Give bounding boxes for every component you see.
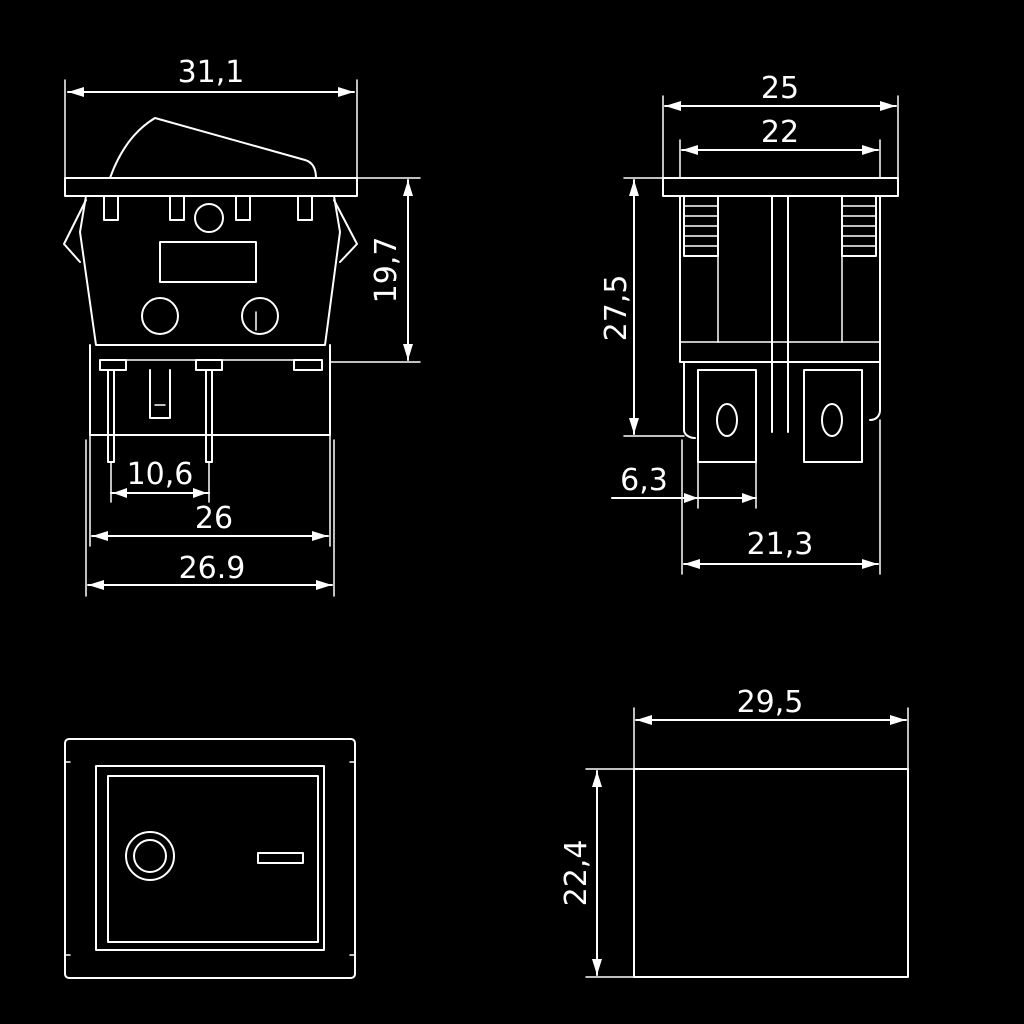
dim-cutout-height: 22,4	[559, 840, 594, 907]
front-flange	[64, 177, 358, 197]
front-base	[89, 344, 331, 436]
front-tab	[297, 195, 313, 221]
rocker-actuator	[109, 117, 317, 179]
rocker-face-outer	[95, 765, 325, 951]
off-symbol-icon	[125, 831, 175, 881]
dim-front-pin-spacing: 10,6	[127, 457, 194, 492]
rocker-face-inner	[107, 775, 319, 943]
on-symbol-icon	[257, 852, 304, 864]
dim-front-top-width: 31,1	[178, 55, 245, 90]
dim-side-inner-width: 22	[761, 115, 799, 150]
front-base-tab	[99, 359, 127, 371]
terminal-hole	[141, 297, 179, 335]
dim-cutout-width: 29,5	[737, 685, 804, 720]
dim-front-outer-width: 26.9	[179, 551, 246, 586]
front-top-hole	[194, 203, 224, 233]
dim-side-terminal-width: 6,3	[620, 463, 668, 498]
side-lower-body	[683, 361, 696, 439]
front-base-tab	[195, 359, 223, 371]
side-terminal	[803, 369, 863, 463]
front-tab	[235, 195, 251, 221]
dim-side-height: 27,5	[599, 275, 634, 342]
dim-front-inner-width: 26	[195, 501, 233, 536]
side-center-divider	[771, 195, 789, 433]
lamp-window	[159, 241, 257, 283]
front-tab	[169, 195, 185, 221]
right-spring-clip	[333, 199, 358, 263]
front-pin	[107, 369, 115, 463]
panel-cutout-view: 29,5 22,4	[559, 685, 909, 978]
terminal-hole	[241, 297, 279, 335]
front-pin	[149, 369, 171, 419]
front-pin	[205, 369, 213, 463]
left-spring-clip	[63, 199, 87, 263]
front-housing	[79, 195, 341, 346]
front-view: 31,1 19,7 10,6 26 26.9	[63, 55, 421, 597]
off-symbol-icon-inner	[133, 839, 167, 873]
dim-side-bottom-width: 21,3	[747, 527, 814, 562]
front-base-tab	[293, 359, 323, 371]
front-tab	[103, 195, 119, 221]
top-bezel	[64, 738, 356, 979]
dim-front-body-height: 19,7	[369, 237, 404, 304]
dim-side-top-width: 25	[761, 71, 799, 106]
top-view	[64, 738, 356, 979]
side-lower-body	[869, 361, 881, 421]
side-flange	[662, 177, 899, 197]
side-housing	[679, 195, 881, 363]
side-terminal	[697, 369, 757, 463]
panel-cutout	[633, 768, 909, 978]
side-view: 25 22 27,5 6,3 21,3	[599, 71, 899, 575]
